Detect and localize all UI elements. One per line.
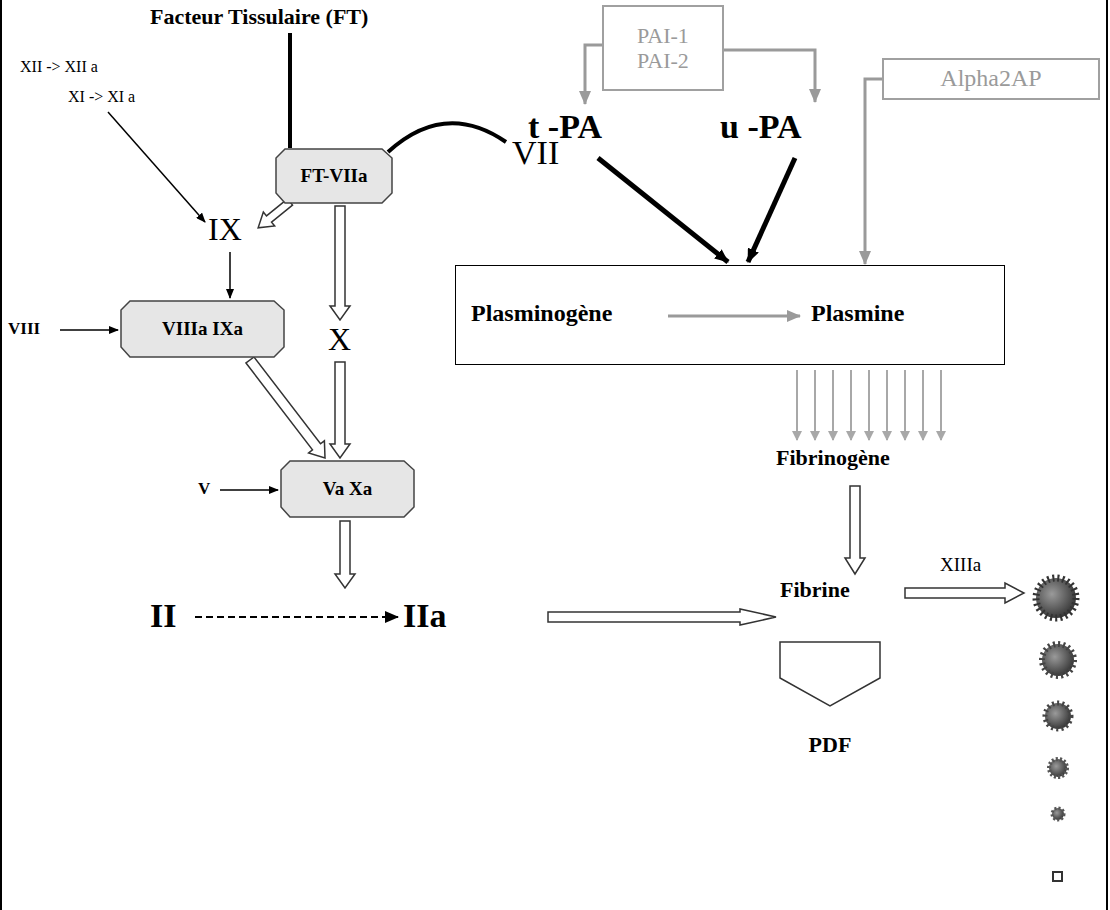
node-text: Plasmine <box>811 300 904 328</box>
node-text: Va Xa <box>323 478 372 500</box>
factor-name: IIa <box>403 597 446 634</box>
activation-arrow <box>60 329 118 331</box>
connector <box>865 79 882 264</box>
inhibition-arrow <box>585 45 602 104</box>
activator-arrow <box>748 158 795 262</box>
connector-line <box>865 79 882 264</box>
complex-box: VIIIa IXa <box>120 300 285 358</box>
node-text: Plasminogène <box>471 300 612 328</box>
shape-outline <box>276 149 392 203</box>
frame-line <box>1106 0 1108 910</box>
conversion-arrow <box>668 315 800 318</box>
clot-particles <box>1036 578 1076 881</box>
activation-box: Plasminogène Plasmine <box>455 265 1005 365</box>
hollow-arrow <box>548 609 776 625</box>
complex-box: Va Xa <box>280 460 415 518</box>
degradation-shape: PDF <box>770 640 890 770</box>
node-text: VIIIa IXa <box>162 318 243 340</box>
factor-line <box>288 33 292 148</box>
shape-outline <box>281 461 414 517</box>
inhibitor-box: Alpha2AP <box>882 58 1100 100</box>
cleavage-arrows <box>797 370 941 440</box>
factor-activation: XI -> XI a <box>68 88 135 106</box>
factor-name: II <box>150 597 176 634</box>
inhibition-arrow <box>724 50 815 102</box>
factor-name: XIIIa <box>940 555 981 576</box>
activator-name: u -PA <box>720 108 802 145</box>
frame-line <box>0 0 2 910</box>
factor-name: IX <box>208 212 242 247</box>
node-text: PAI-2 <box>637 48 689 73</box>
hollow-arrow <box>335 521 355 588</box>
connector <box>246 357 325 458</box>
node-text: FT-VIIa <box>301 165 368 187</box>
activation-arrow <box>108 112 205 222</box>
inhibitor-box: PAI-1PAI-2 <box>602 5 724 91</box>
activator-name: t -PA <box>528 108 602 145</box>
factor-name: VIII <box>8 320 40 339</box>
factor-name: X <box>328 322 351 357</box>
activation-arrow <box>220 489 278 491</box>
hollow-arrow <box>246 357 325 458</box>
shape-outline <box>780 642 880 706</box>
protein-name: Fibrine <box>780 578 850 602</box>
factor-curve <box>388 123 506 152</box>
activator-arrow <box>598 158 728 262</box>
node-text: PDF <box>770 732 890 757</box>
node-text: PAI-1 <box>637 23 689 48</box>
hollow-arrow <box>905 583 1024 603</box>
activation-arrow <box>229 252 231 298</box>
factor-activation: XII -> XII a <box>20 58 98 76</box>
factor-name: Facteur Tissulaire (FT) <box>150 5 368 29</box>
hollow-arrow <box>330 206 350 320</box>
factor-name: V <box>198 480 210 499</box>
protein-name: Fibrinogène <box>776 446 890 470</box>
dashed-arrow <box>195 616 398 618</box>
hollow-arrow <box>845 486 865 574</box>
node-text: Alpha2AP <box>940 65 1041 93</box>
hollow-arrow <box>330 362 350 458</box>
shape-outline <box>121 301 284 357</box>
complex-box: FT-VIIa <box>275 148 393 204</box>
